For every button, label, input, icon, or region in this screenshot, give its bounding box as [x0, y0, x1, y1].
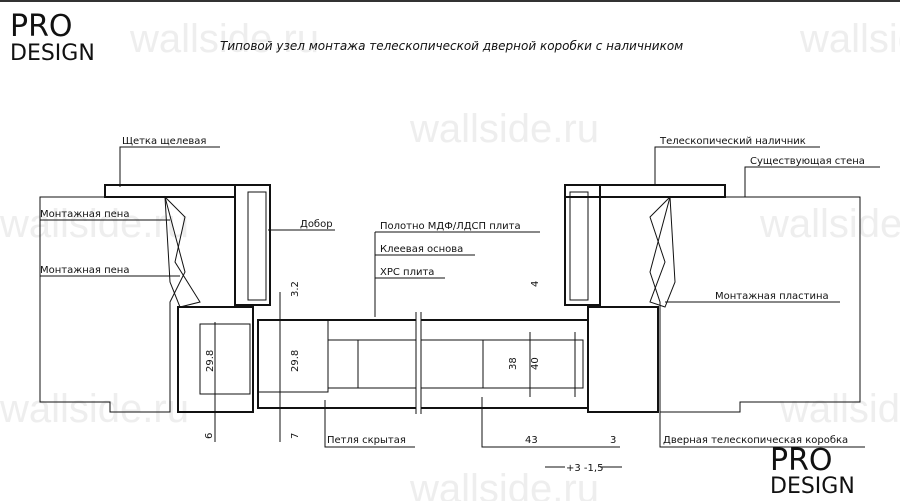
svg-text:3.2: 3.2 — [290, 281, 301, 297]
svg-text:38: 38 — [508, 357, 519, 370]
label-xpc: XPC плита — [380, 267, 434, 278]
svg-text:wallside.ru: wallside.ru — [799, 17, 900, 61]
label-foam-2: Монтажная пена — [40, 265, 129, 276]
foam-right — [649, 195, 676, 308]
leaders — [40, 146, 880, 468]
svg-text:wallside.ru: wallside.ru — [409, 467, 599, 501]
svg-text:wallside.ru: wallside.ru — [779, 387, 900, 431]
frame-right — [587, 306, 659, 413]
svg-text:DESIGN: DESIGN — [10, 41, 95, 66]
label-foam-1: Монтажная пена — [40, 209, 129, 220]
svg-text:PRO: PRO — [770, 443, 833, 478]
svg-text:29.8: 29.8 — [205, 350, 216, 372]
svg-text:6: 6 — [204, 433, 215, 439]
logo-bottom: PRO DESIGN — [770, 443, 855, 499]
svg-text:3: 3 — [610, 435, 616, 446]
label-plate: Монтажная пластина — [715, 291, 829, 302]
svg-text:wallside.ru: wallside.ru — [409, 107, 599, 151]
extension-right — [564, 184, 601, 306]
door-leaf — [257, 319, 589, 409]
dimensions: 3.2 29.8 29.8 6 7 4 38 40 43 3 +3 -1,5 — [204, 281, 616, 474]
label-brush: Щетка щелевая — [122, 136, 206, 147]
watermarks: wallside.ru wallside.ru wallside.ru wall… — [0, 17, 900, 501]
svg-text:wallside.ru: wallside.ru — [0, 387, 189, 431]
wall-left — [39, 196, 186, 413]
title: Типовой узел монтажа телескопической две… — [220, 39, 683, 53]
svg-text:+3 -1,5: +3 -1,5 — [566, 463, 603, 474]
architrave-right — [564, 184, 726, 198]
svg-text:DESIGN: DESIGN — [770, 474, 855, 499]
logo-top: PRO DESIGN — [10, 9, 95, 66]
label-wall: Существующая стена — [750, 156, 865, 167]
extension-left — [234, 184, 271, 306]
label-frame: Дверная телескопическая коробка — [663, 435, 848, 446]
label-glue: Клеевая основа — [380, 244, 463, 255]
label-hinge: Петля скрытая — [327, 435, 406, 446]
svg-text:wallside.ru: wallside.ru — [129, 17, 319, 61]
svg-text:43: 43 — [525, 435, 538, 446]
svg-text:29.8: 29.8 — [290, 350, 301, 372]
architrave-left — [104, 184, 236, 198]
svg-text:40: 40 — [530, 357, 541, 370]
svg-text:4: 4 — [530, 281, 541, 287]
label-leaf: Полотно МДФ/ЛДСП плита — [380, 221, 521, 232]
svg-text:wallside.ru: wallside.ru — [0, 202, 189, 246]
label-extension: Добор — [300, 219, 333, 230]
label-architrave: Телескопический наличник — [659, 136, 806, 147]
svg-text:7: 7 — [290, 433, 301, 439]
foam-left — [164, 195, 201, 308]
svg-text:wallside.ru: wallside.ru — [759, 202, 900, 246]
svg-text:PRO: PRO — [10, 9, 73, 44]
